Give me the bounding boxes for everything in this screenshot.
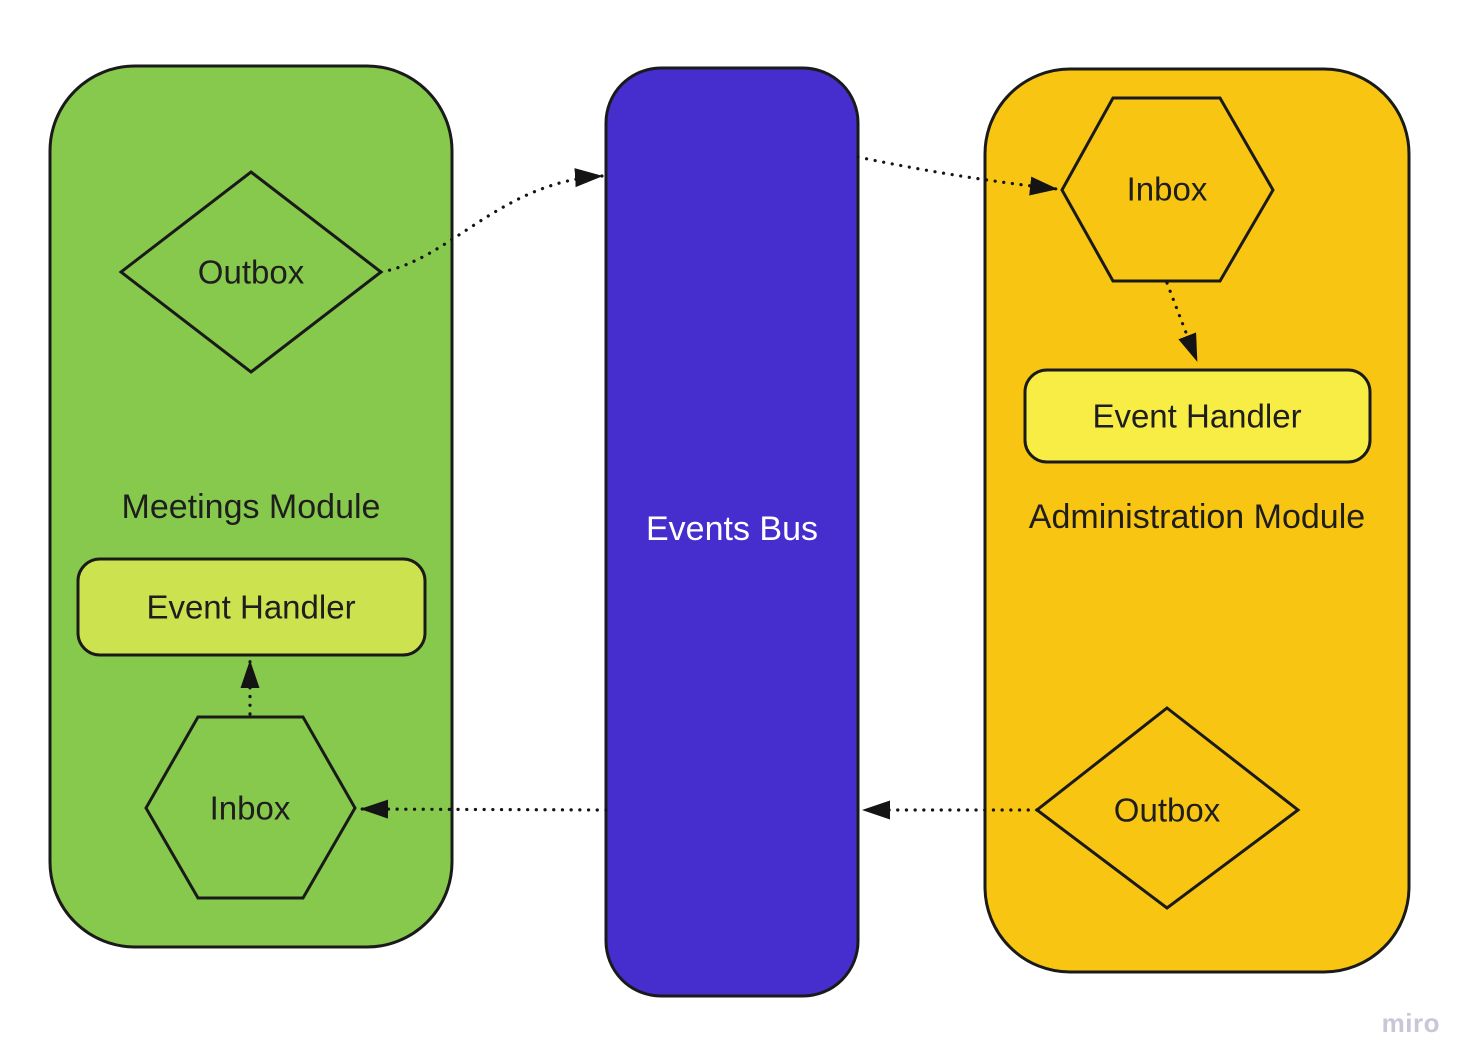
administration-event-handler-label: Event Handler: [1092, 398, 1301, 435]
administration-inbox-label: Inbox: [1127, 171, 1208, 208]
meetings-outbox-diamond[interactable]: [118, 170, 384, 374]
meetings-event-handler-box[interactable]: [76, 557, 427, 657]
connector-bus-to-meetings-inbox[interactable]: [359, 799, 608, 819]
connectors-group: [240, 155, 1199, 820]
meetings-event-handler-label: Event Handler: [146, 589, 355, 626]
meetings-inbox-label: Inbox: [210, 790, 291, 827]
miro-watermark: miro: [1382, 1008, 1440, 1038]
administration-outbox-label: Outbox: [1114, 792, 1221, 829]
administration-event-handler-box[interactable]: [1023, 368, 1372, 464]
events-bus-group: Events Bus: [604, 66, 860, 998]
connector-bus-to-administration-inbox[interactable]: [856, 155, 1059, 196]
administration-outbox-diamond[interactable]: [1034, 706, 1301, 910]
connector-meetings-outbox-to-bus[interactable]: [379, 168, 604, 274]
events-bus-container[interactable]: [604, 66, 860, 998]
meetings-module-title: Meetings Module: [122, 488, 381, 526]
administration-module-title: Administration Module: [1029, 498, 1365, 536]
meetings-module-group: Meetings Module Outbox Event Handler Inb…: [48, 64, 454, 949]
connector-administration-inbox-to-event-handler[interactable]: [1165, 281, 1199, 363]
meetings-outbox-label: Outbox: [198, 254, 305, 291]
administration-module-group: Administration Module Inbox Event Handle…: [983, 67, 1411, 974]
administration-module-container[interactable]: [983, 67, 1411, 974]
events-bus-title: Events Bus: [646, 510, 818, 548]
meetings-inbox-hexagon[interactable]: [144, 715, 357, 900]
administration-inbox-hexagon[interactable]: [1060, 96, 1275, 283]
